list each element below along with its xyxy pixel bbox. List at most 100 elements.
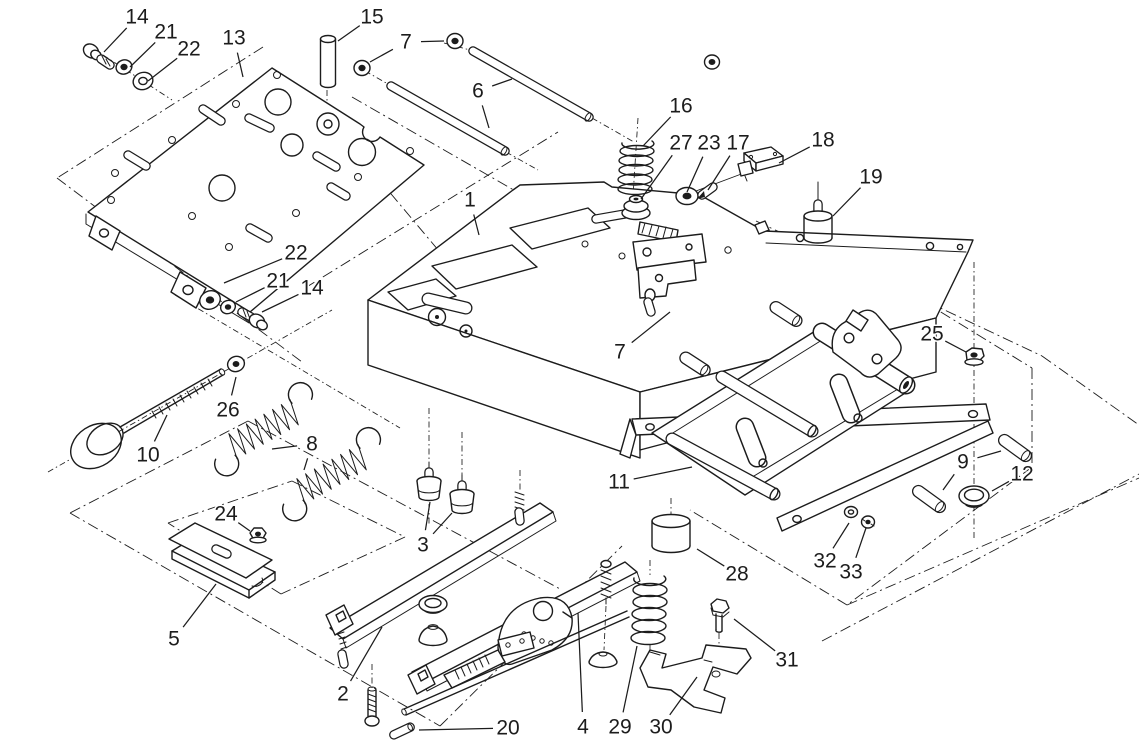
callout-label-14-16: 14 <box>300 277 324 300</box>
callout-label-5-29: 5 <box>168 628 180 651</box>
part-spacers-9 <box>911 433 1033 514</box>
part-slide-rail-2 <box>325 491 557 669</box>
part-bolt-31 <box>710 598 730 633</box>
leader-line-30 <box>669 676 698 716</box>
callout-label-20-35: 20 <box>496 717 519 740</box>
leader-line-9 <box>977 450 1002 459</box>
leader-line-7 <box>420 40 445 43</box>
leader-line-17 <box>707 155 731 191</box>
callout-label-2-32: 2 <box>337 683 349 706</box>
callout-label-16-7: 16 <box>669 95 692 118</box>
leader-line-8 <box>271 445 298 450</box>
part-bumpers-3 <box>416 461 475 515</box>
leader-line-19 <box>832 187 861 217</box>
part-damper-28 <box>651 513 691 554</box>
part-seat-pan-13 <box>85 67 425 324</box>
leader-line-32 <box>832 522 850 549</box>
leader-line-1 <box>473 214 480 236</box>
part-washer-21-lower <box>219 299 237 315</box>
callout-label-26-19: 26 <box>216 399 239 422</box>
callout-label-31-31: 31 <box>775 649 798 672</box>
part-support-rods-6 <box>386 46 594 156</box>
callout-label-17-10: 17 <box>726 132 749 155</box>
part-washer-22-upper <box>132 71 154 91</box>
leader-line-11 <box>633 466 693 480</box>
callout-label-32-27: 32 <box>813 550 836 573</box>
leader-line-5 <box>182 583 217 628</box>
part-washer-32 <box>843 505 859 519</box>
part-locknut-24 <box>249 527 267 544</box>
part-bolt-14-upper <box>82 43 115 70</box>
leader-line-7 <box>631 311 671 344</box>
leader-line-31 <box>733 618 776 652</box>
callout-label-7-5: 7 <box>400 31 412 54</box>
callout-label-28-30: 28 <box>725 563 748 586</box>
part-washer-23 <box>675 186 699 206</box>
callout-label-8-21: 8 <box>306 433 318 456</box>
part-cap-12 <box>958 485 990 508</box>
part-pin-17 <box>697 182 718 200</box>
part-clevis-pin-15 <box>319 34 337 89</box>
part-switch-18 <box>737 146 784 182</box>
leader-line-20 <box>418 727 494 731</box>
part-coil-spring-29 <box>630 575 668 646</box>
callout-label-11-22: 11 <box>608 471 630 494</box>
callout-label-22-14: 22 <box>284 242 307 265</box>
leader-line-21 <box>129 42 156 68</box>
leader-line-12 <box>991 480 1010 492</box>
callout-label-21-1: 21 <box>154 21 177 44</box>
leader-line-6 <box>481 105 490 129</box>
part-pin-20 <box>389 722 415 740</box>
part-suspension-frame-11 <box>619 300 994 532</box>
leader-line-8 <box>303 458 309 471</box>
part-washer-22-lower <box>199 290 221 310</box>
leader-line-13 <box>236 52 244 78</box>
part-adjuster-knob-10 <box>70 368 226 470</box>
leader-line-3 <box>432 512 453 535</box>
callout-label-4-36: 4 <box>577 716 589 739</box>
callout-label-3-25: 3 <box>417 534 429 557</box>
callout-label-7-17: 7 <box>614 341 626 364</box>
leader-line-2 <box>350 626 383 682</box>
leader-line-14 <box>261 293 299 313</box>
callout-label-9-23: 9 <box>957 451 969 474</box>
part-extension-springs-8 <box>214 381 382 522</box>
leader-line-18 <box>778 146 810 164</box>
leader-line-14 <box>103 27 128 53</box>
leader-line-25 <box>944 340 967 353</box>
thread-ticks <box>151 378 213 419</box>
leader-line-9 <box>942 473 955 491</box>
leader-line-33 <box>855 527 867 559</box>
part-washer-21-upper <box>115 59 133 75</box>
leader-line-24 <box>237 522 251 532</box>
part-washer-26 <box>226 355 246 373</box>
part-bumper-19 <box>803 181 833 244</box>
part-grommet-27 <box>621 194 651 221</box>
leader-line-23 <box>686 156 704 193</box>
leader-line-28 <box>696 548 725 567</box>
part-nut-25 <box>964 347 985 366</box>
callout-label-21-15: 21 <box>266 270 289 293</box>
callout-label-19-12: 19 <box>859 166 882 189</box>
callout-label-30-34: 30 <box>649 716 672 739</box>
callout-label-1-13: 1 <box>464 189 476 212</box>
leader-line-29 <box>622 645 638 713</box>
leader-line-26 <box>230 376 237 396</box>
callout-label-18-11: 18 <box>811 129 834 152</box>
callout-label-15-4: 15 <box>360 6 383 29</box>
leader-line-21 <box>235 287 265 303</box>
plate-slots <box>123 104 351 243</box>
callout-label-23-9: 23 <box>697 132 720 155</box>
leader-line-4 <box>577 612 583 713</box>
leader-line-10 <box>153 414 168 442</box>
leader-line-7 <box>369 48 394 63</box>
callout-label-27-8: 27 <box>669 132 692 155</box>
leader-line-6 <box>491 78 513 87</box>
callout-label-25-18: 25 <box>920 323 943 346</box>
part-bolt-14-lower <box>237 307 268 331</box>
part-compression-spring-16 <box>617 140 655 196</box>
leader-line-15 <box>337 25 361 42</box>
leader-line-3 <box>424 501 431 531</box>
